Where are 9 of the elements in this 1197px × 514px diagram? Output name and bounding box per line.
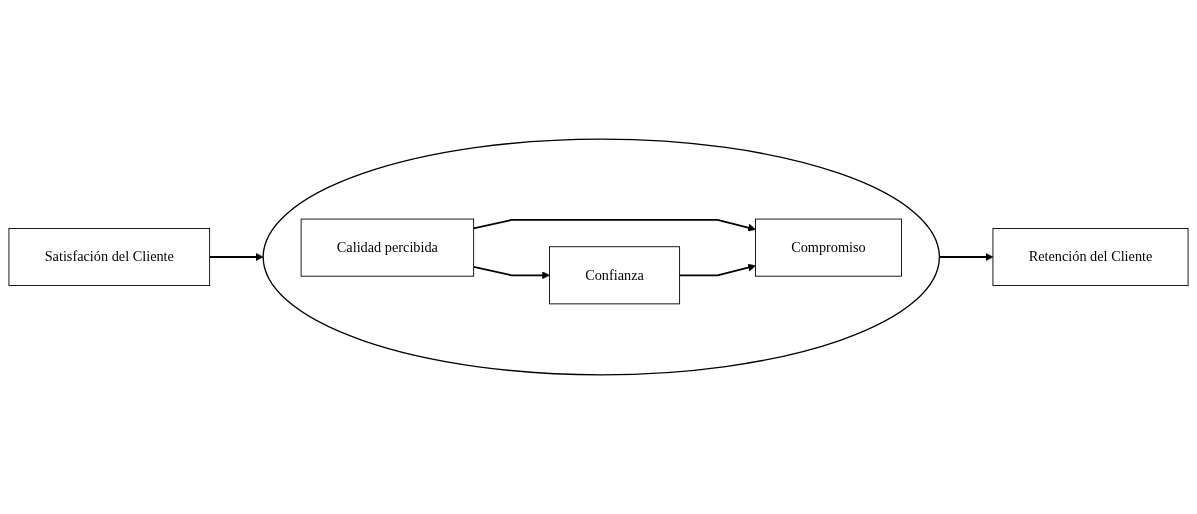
node-box: Calidad percibida (300, 218, 475, 277)
arrow (472, 219, 756, 232)
arrow (208, 253, 264, 261)
node-box: Confianza (549, 246, 681, 305)
arrow (472, 265, 550, 280)
node-box: Satisfación del Cliente (8, 228, 211, 286)
node-box: Retención del Cliente (992, 228, 1189, 286)
arrow (678, 263, 756, 277)
node-box: Compromiso (755, 218, 902, 277)
